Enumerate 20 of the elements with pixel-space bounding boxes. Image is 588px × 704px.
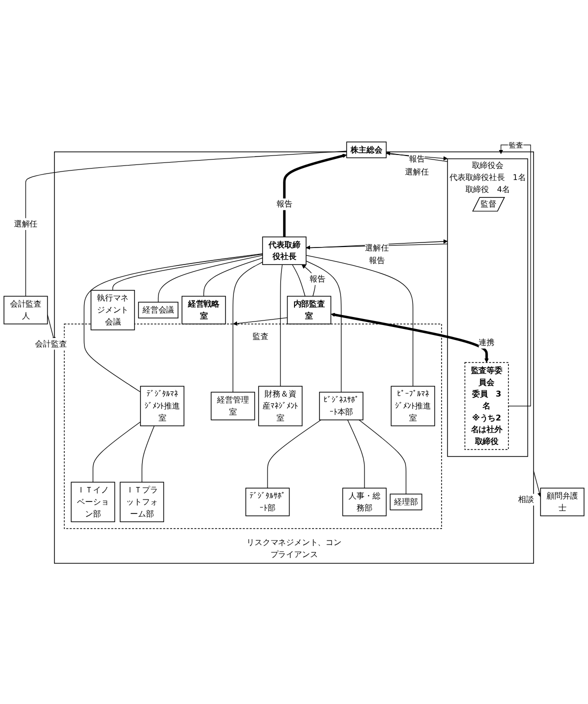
arrow — [233, 317, 288, 326]
connector — [84, 253, 263, 392]
connector — [306, 254, 414, 386]
connector — [306, 260, 342, 392]
connector — [232, 262, 263, 392]
connector — [267, 419, 322, 488]
connector — [203, 258, 263, 296]
connector — [112, 254, 263, 290]
connector — [158, 254, 263, 302]
arrow — [330, 312, 489, 363]
arrow — [283, 154, 347, 237]
connector — [292, 264, 306, 296]
connector — [142, 425, 155, 482]
arrow — [533, 470, 542, 497]
connector — [358, 419, 406, 494]
connector — [347, 419, 365, 488]
connector — [280, 264, 283, 386]
arrow — [498, 144, 531, 406]
arrow — [306, 239, 448, 248]
connector — [92, 421, 141, 482]
